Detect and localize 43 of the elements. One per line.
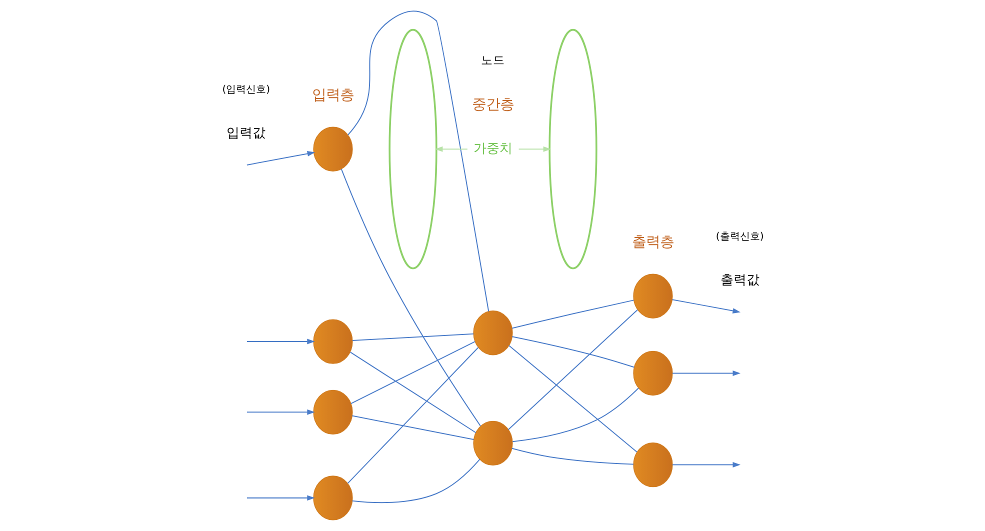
connector: [350, 341, 475, 404]
arrow: [434, 146, 467, 152]
node-circle: [632, 274, 672, 318]
label: 중간층: [472, 96, 514, 113]
node-circle: [472, 420, 512, 466]
node-circle: [472, 310, 512, 356]
connector: [511, 300, 634, 329]
connector: [511, 448, 633, 465]
node-circle: [312, 319, 352, 364]
connector: [352, 333, 474, 342]
node-circle: [312, 390, 352, 434]
node-ellipse: [388, 28, 437, 270]
label: 노드: [480, 52, 504, 67]
connector: [352, 415, 474, 440]
arrow: [246, 495, 314, 501]
arrow: [518, 146, 551, 152]
node-circle: [632, 442, 672, 488]
connector: [508, 310, 638, 430]
connector: [346, 347, 478, 484]
node-circle: [312, 126, 352, 172]
label: 출력층: [632, 234, 674, 250]
node-ellipse: [548, 28, 597, 270]
connector: [508, 345, 637, 452]
arrow: [672, 299, 740, 314]
arrow: [246, 409, 314, 415]
node-text: 가중치: [473, 141, 512, 156]
connector: [512, 336, 634, 368]
connector: [350, 352, 476, 434]
arrow: [246, 151, 315, 166]
label: 입력값: [226, 126, 266, 142]
arrow: [672, 370, 740, 376]
node-circle: [632, 350, 672, 396]
connector: [352, 459, 480, 504]
connector: [340, 168, 480, 426]
node-circle: [312, 476, 352, 520]
connector: [347, 10, 489, 312]
label: (입력신호): [222, 84, 270, 96]
arrow: [672, 462, 740, 468]
label: (출력신호): [715, 232, 764, 243]
label: 출력값: [720, 273, 759, 288]
arrow: [246, 338, 314, 344]
connector: [512, 388, 638, 442]
label: 입력층: [312, 87, 354, 104]
